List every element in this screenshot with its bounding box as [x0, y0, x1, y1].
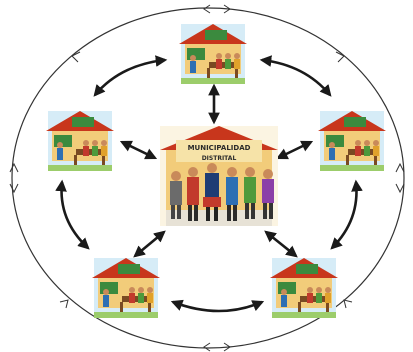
school-building-icon [179, 24, 247, 84]
chevron-icon [343, 299, 353, 309]
school-building-icon [46, 111, 114, 171]
municipality-banner-line1: MUNICIPALIDAD [188, 144, 251, 152]
chevron-icon [395, 162, 405, 173]
chevron-icon [71, 51, 81, 63]
school-building-icon [92, 258, 160, 318]
chevron-icon [335, 51, 345, 63]
chevron-icon [203, 4, 211, 14]
school-node-left [46, 111, 114, 171]
arrow-bottomright-to-center [264, 230, 298, 258]
school-node-top [179, 24, 247, 84]
school-building-icon [270, 258, 338, 318]
arrow-topleft-to-bottomleft [55, 179, 90, 250]
school-node-bottom-right [270, 258, 338, 318]
chevron-icon [9, 183, 19, 194]
chevron-icon [59, 299, 69, 309]
arrow-top-to-topright [259, 55, 332, 97]
outer-cycle-ellipse [11, 7, 405, 349]
community-people [170, 163, 274, 221]
chevron-icon [223, 342, 231, 352]
arrow-topright-to-center [275, 140, 314, 160]
school-building-icon [318, 111, 386, 171]
chevron-icon [395, 183, 405, 194]
municipality-node: MUNICIPALIDAD DISTRITAL [160, 126, 278, 226]
school-node-right [318, 111, 386, 171]
arrow-bottomleft-to-center [133, 230, 166, 258]
chevron-icon [203, 342, 211, 352]
municipality-banner-line2: DISTRITAL [202, 155, 237, 162]
connection-arrows [55, 55, 363, 313]
chevron-icon [223, 4, 231, 14]
arrow-bottomleft-to-bottomright [170, 299, 265, 313]
arrow-topleft-to-center [119, 140, 158, 160]
chevron-icon [9, 162, 19, 173]
arrow-top-to-topleft [93, 55, 168, 97]
cycle-direction-marks [9, 4, 405, 352]
arrow-topright-to-bottomright [330, 179, 363, 250]
school-node-bottom-left [92, 258, 160, 318]
